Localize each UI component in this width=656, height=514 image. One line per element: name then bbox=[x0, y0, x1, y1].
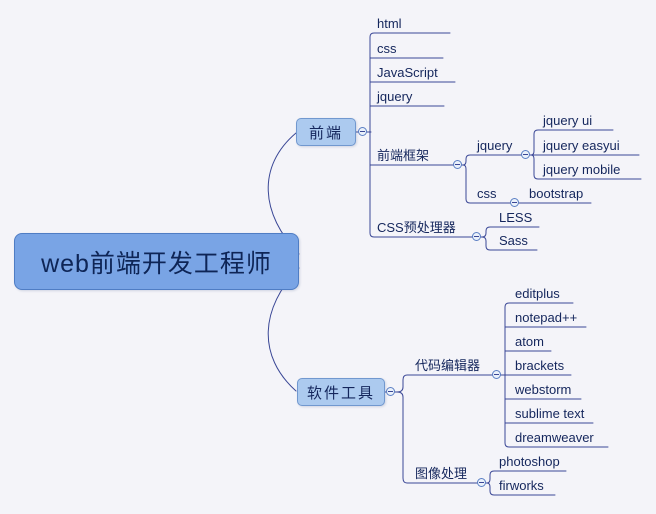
css-preprocessor-collapse-icon[interactable] bbox=[472, 232, 481, 241]
topic-webstorm[interactable]: webstorm bbox=[515, 382, 572, 397]
topic-code-editor[interactable]: 代码编辑器 bbox=[415, 358, 481, 373]
topic-jquery-mobile[interactable]: jquery mobile bbox=[543, 162, 621, 177]
topic-css-preprocessor[interactable]: CSS预处理器 bbox=[377, 220, 456, 235]
code-editor-collapse-icon[interactable] bbox=[492, 370, 501, 379]
topic-less[interactable]: LESS bbox=[499, 210, 533, 225]
software-tools-collapse-icon[interactable] bbox=[386, 387, 395, 396]
fw-jquery-collapse-icon[interactable] bbox=[521, 150, 530, 159]
topic-notepad[interactable]: notepad++ bbox=[515, 310, 578, 325]
topic-dreamweaver[interactable]: dreamweaver bbox=[515, 430, 594, 445]
topic-jquery[interactable]: jquery bbox=[377, 89, 413, 104]
topic-sass[interactable]: Sass bbox=[499, 233, 528, 248]
topic-fw-css[interactable]: css bbox=[477, 186, 497, 201]
topic-firworks[interactable]: firworks bbox=[499, 478, 544, 493]
topic-sublime-text[interactable]: sublime text bbox=[515, 406, 585, 421]
topic-javascript[interactable]: JavaScript bbox=[377, 65, 438, 80]
frontend-framework-collapse-icon[interactable] bbox=[453, 160, 462, 169]
main-topic-software-tools[interactable]: 软件工具 bbox=[297, 378, 385, 406]
topic-html[interactable]: html bbox=[377, 16, 402, 31]
topic-photoshop[interactable]: photoshop bbox=[499, 454, 560, 469]
topic-fw-jquery[interactable]: jquery bbox=[477, 138, 513, 153]
topic-bootstrap[interactable]: bootstrap bbox=[529, 186, 584, 201]
fw-css-collapse-icon[interactable] bbox=[510, 198, 519, 207]
topic-atom[interactable]: atom bbox=[515, 334, 544, 349]
main-topic-frontend[interactable]: 前端 bbox=[296, 118, 356, 146]
topic-image-processing[interactable]: 图像处理 bbox=[415, 466, 468, 481]
frontend-collapse-icon[interactable] bbox=[358, 127, 367, 136]
topic-jquery-easyui[interactable]: jquery easyui bbox=[543, 138, 620, 153]
topic-jquery-ui[interactable]: jquery ui bbox=[543, 113, 593, 128]
root-topic[interactable]: web前端开发工程师 bbox=[14, 233, 299, 290]
image-processing-collapse-icon[interactable] bbox=[477, 478, 486, 487]
topic-editplus[interactable]: editplus bbox=[515, 286, 560, 301]
topic-css[interactable]: css bbox=[377, 41, 397, 56]
topic-frontend-framework[interactable]: 前端框架 bbox=[377, 148, 430, 163]
topic-brackets[interactable]: brackets bbox=[515, 358, 565, 373]
